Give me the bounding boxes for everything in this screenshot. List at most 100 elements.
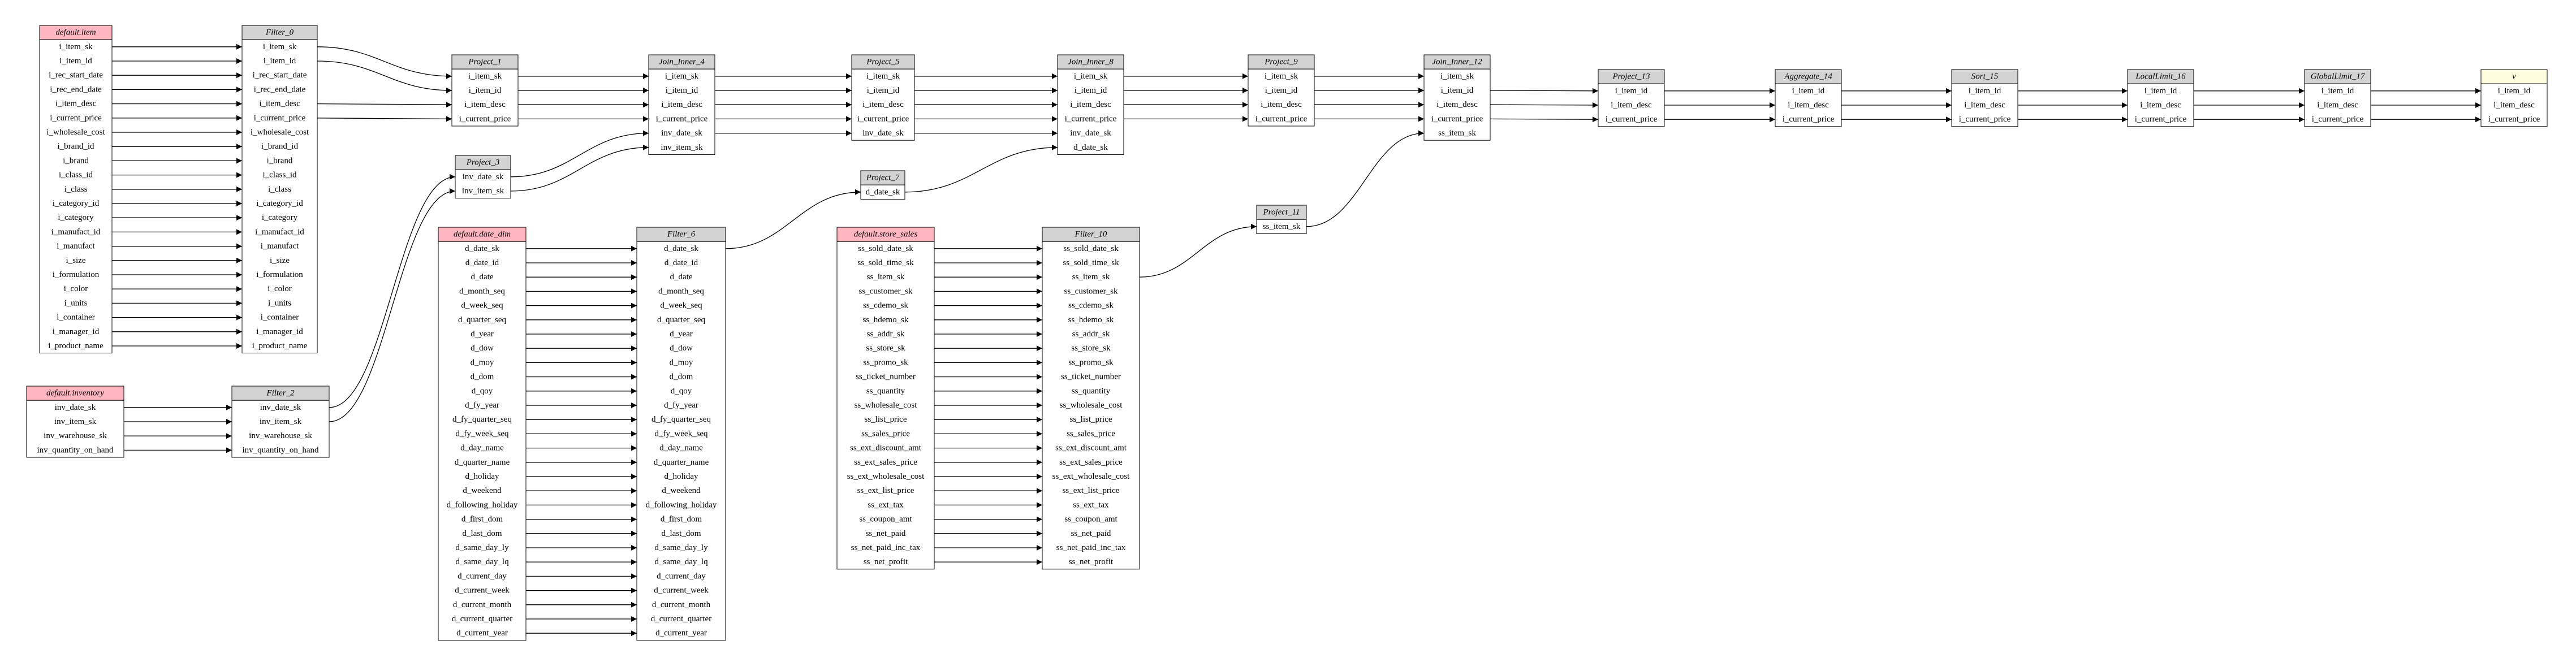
field-label: d_holiday [465, 472, 499, 481]
field-label: i_current_price [2488, 115, 2540, 124]
edge-arrow [317, 60, 452, 93]
field-label: d_qoy [671, 387, 692, 396]
node-body [26, 400, 124, 458]
field-label: i_item_id [1969, 86, 2001, 96]
field-label: i_brand [63, 156, 89, 165]
field-label: ss_net_paid_inc_tax [851, 543, 921, 552]
field-label: i_item_id [867, 86, 900, 95]
edges-layer [112, 44, 2481, 637]
field-label: i_item_desc [2140, 101, 2181, 110]
field-label: i_container [57, 313, 94, 322]
field-label: i_rec_start_date [253, 71, 307, 80]
field-label: ss_promo_sk [863, 358, 908, 367]
field-label: i_current_price [1606, 115, 1658, 124]
field-label: d_first_dom [661, 515, 702, 524]
node-project-9: Project_9i_item_ski_item_idi_item_desci_… [1248, 54, 1315, 127]
field-label: ss_wholesale_cost [855, 401, 918, 410]
field-label: d_fy_quarter_seq [651, 415, 711, 424]
field-label: d_current_day [458, 572, 507, 581]
node-default-item: default.itemi_item_ski_item_idi_rec_star… [39, 25, 113, 354]
edge-arrow [510, 144, 649, 192]
field-label: d_current_quarter [452, 614, 512, 624]
field-label: i_current_price [2312, 115, 2364, 124]
field-label: i_item_desc [2317, 101, 2358, 110]
edge-arrow [1139, 223, 1257, 278]
field-label: d_current_year [456, 629, 508, 638]
node-header [451, 54, 519, 70]
field-label: i_manufact [261, 242, 299, 251]
field-label: i_formulation [256, 270, 303, 279]
field-label: i_wholesale_cost [46, 128, 105, 137]
field-label: i_item_desc [1261, 100, 1302, 109]
field-label: ss_net_paid [1071, 529, 1111, 538]
field-label: i_item_desc [259, 99, 300, 109]
field-label: d_last_dom [463, 529, 502, 538]
field-label: d_holiday [665, 472, 698, 481]
field-label: i_product_name [48, 341, 103, 350]
field-label: i_current_price [656, 114, 708, 123]
node-join-inner-12: Join_Inner_12i_item_ski_item_idi_item_de… [1423, 54, 1491, 141]
field-label: d_dow [471, 344, 494, 353]
node-header [26, 386, 124, 401]
node-title: Project_7 [866, 174, 900, 183]
field-label: inv_date_sk [260, 403, 301, 412]
field-label: ss_hdemo_sk [863, 315, 909, 324]
node-body [1775, 83, 1842, 127]
field-label: i_item_id [59, 57, 92, 66]
field-label: ss_item_sk [1072, 272, 1110, 282]
node-title: Filter_2 [266, 389, 295, 398]
node-title: GlobalLimit_17 [2311, 72, 2366, 81]
node-join-inner-4: Join_Inner_4i_item_ski_item_idi_item_des… [648, 54, 715, 155]
field-label: inv_date_sk [661, 129, 702, 138]
field-label: d_month_seq [658, 287, 704, 296]
field-label: i_brand [267, 156, 293, 165]
field-label: d_current_year [655, 629, 707, 638]
field-label: i_class_id [263, 171, 297, 180]
field-label: ss_ext_tax [868, 500, 904, 509]
field-label: d_same_day_ly [654, 543, 708, 552]
field-label: i_item_sk [866, 72, 900, 81]
node-body [241, 39, 318, 354]
field-label: d_dom [670, 373, 693, 382]
node-body [1423, 68, 1491, 141]
node-header [2480, 69, 2548, 84]
field-label: ss_sales_price [1067, 429, 1115, 438]
field-label: d_weekend [662, 486, 701, 495]
field-label: ss_store_sk [1071, 344, 1111, 353]
field-label: ss_sold_date_sk [1063, 244, 1119, 253]
field-label: d_current_week [654, 586, 709, 595]
field-label: ss_customer_sk [859, 287, 913, 296]
field-label: d_moy [670, 358, 693, 367]
field-label: d_day_name [460, 444, 504, 453]
field-label: i_color [267, 284, 292, 293]
node-body [636, 241, 726, 641]
field-label: i_rec_start_date [49, 71, 103, 80]
node-body [2304, 83, 2371, 127]
field-label: d_qoy [472, 387, 493, 396]
field-label: d_day_name [659, 444, 703, 453]
field-label: d_same_day_lq [654, 557, 708, 566]
field-label: d_date_id [665, 258, 698, 267]
node-body [1256, 219, 1307, 234]
field-label: d_date [670, 272, 693, 282]
field-label: ss_ext_sales_price [854, 458, 917, 467]
field-label: d_fy_quarter_seq [452, 415, 512, 424]
field-label: d_date_id [465, 258, 499, 267]
field-label: i_units [64, 298, 88, 308]
field-label: ss_ticket_number [856, 373, 916, 382]
field-label: i_item_id [2322, 86, 2354, 96]
field-label: i_size [270, 256, 290, 265]
field-label: inv_item_sk [462, 187, 504, 196]
field-label: i_item_desc [862, 100, 904, 109]
field-label: i_brand_id [261, 142, 298, 151]
field-label: ss_wholesale_cost [1060, 401, 1123, 410]
field-label: ss_coupon_amt [1064, 515, 1117, 524]
field-label: i_item_sk [1440, 72, 1474, 81]
node-project-5: Project_5i_item_ski_item_idi_item_desci_… [851, 54, 915, 141]
field-label: i_item_desc [1611, 101, 1652, 110]
edge-arrow [510, 130, 649, 178]
field-label: d_current_day [657, 572, 706, 581]
field-label: i_item_sk [1074, 72, 1108, 81]
field-label: d_dow [670, 344, 693, 353]
